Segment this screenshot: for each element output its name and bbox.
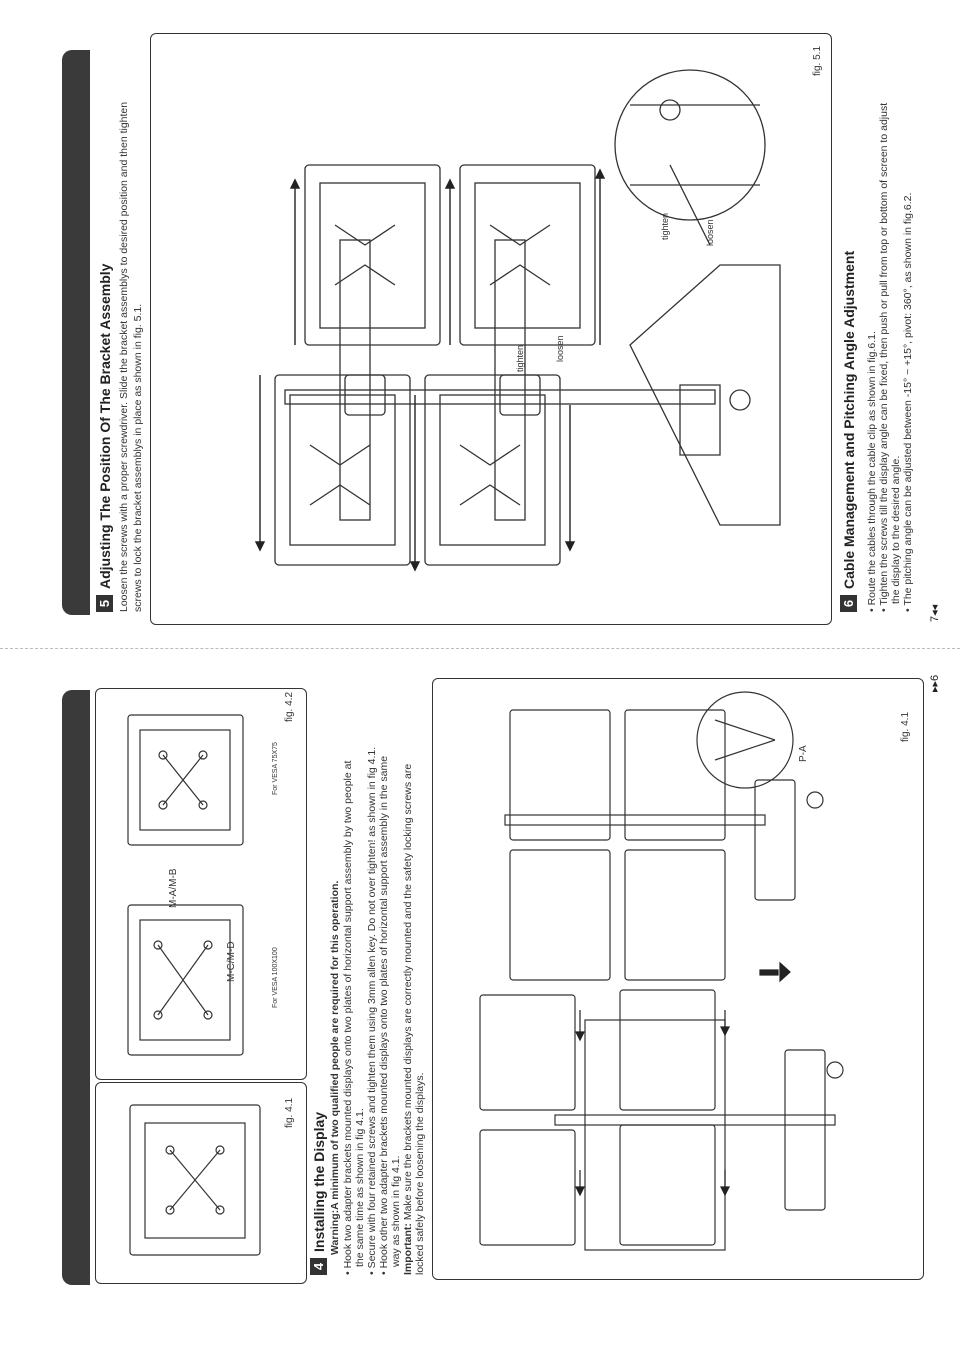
page-number-6: ▸▸6	[929, 674, 941, 692]
fig41-large-panel	[432, 678, 924, 1280]
section4-number-badge: 4	[310, 1258, 327, 1275]
page-arrow-icon: ▸▸	[929, 680, 941, 692]
fig51-zoom-loosen: loosen	[705, 219, 715, 246]
section6-number-badge: 6	[840, 595, 857, 612]
fig51-illustration	[254, 69, 781, 572]
fig41-callout-pa: P-A	[798, 745, 809, 762]
section5-title: 5 Adjusting The Position Of The Bracket …	[96, 264, 113, 612]
fig42-label-mab: M-A/M-B	[168, 868, 179, 908]
fig41-vesa-plate-drawing	[129, 1104, 261, 1256]
section6-bullet3: • The pitching angle can be adjusted bet…	[902, 192, 914, 612]
fig41-large-illustration	[479, 691, 844, 1251]
section5-header-bar	[62, 50, 90, 615]
page-arrow-icon: ◂◂	[929, 604, 941, 616]
section5-number-badge: 5	[96, 595, 113, 612]
section4-title: 4 Installing the Display	[310, 1112, 327, 1275]
fig42-vesa100-drawing	[127, 904, 244, 1056]
section6-title: 6 Cable Management and Pitching Angle Ad…	[840, 251, 857, 612]
section4-important-label: Important:	[402, 1223, 414, 1275]
fig51-callout-loosen: loosen	[555, 335, 565, 362]
fig42-panel	[95, 688, 307, 1080]
fig42-label: fig. 4.2	[284, 691, 295, 722]
section5-body-line2: screws to lock the bracket assemblys in …	[132, 303, 144, 612]
fig42-vesa75-drawing	[127, 714, 244, 846]
section4-header-bar	[62, 690, 90, 1285]
page-fold	[0, 648, 960, 651]
page-number-7: 7◂◂	[929, 604, 941, 622]
section4-important-line2: locked safely before loosening the displ…	[414, 1072, 426, 1275]
fig42-vesa75-caption: For VESA 75X75	[272, 742, 279, 795]
fig51-zoom-tighten: tighten	[660, 212, 670, 240]
fig41-panel	[95, 1082, 307, 1284]
fig42-label-mcd: M-C/M-D	[226, 941, 237, 982]
fig42-vesa100-caption: For VESA 100X100	[272, 947, 279, 1008]
fig51-panel	[150, 33, 832, 625]
fig41-label: fig. 4.1	[284, 1097, 295, 1128]
section5-body-line1: Loosen the screws with a proper screwdri…	[118, 101, 130, 612]
section4-warning: Warning:A minimum of two qualified peopl…	[329, 880, 341, 1255]
fig51-callout-tighten: tighten	[515, 344, 525, 372]
